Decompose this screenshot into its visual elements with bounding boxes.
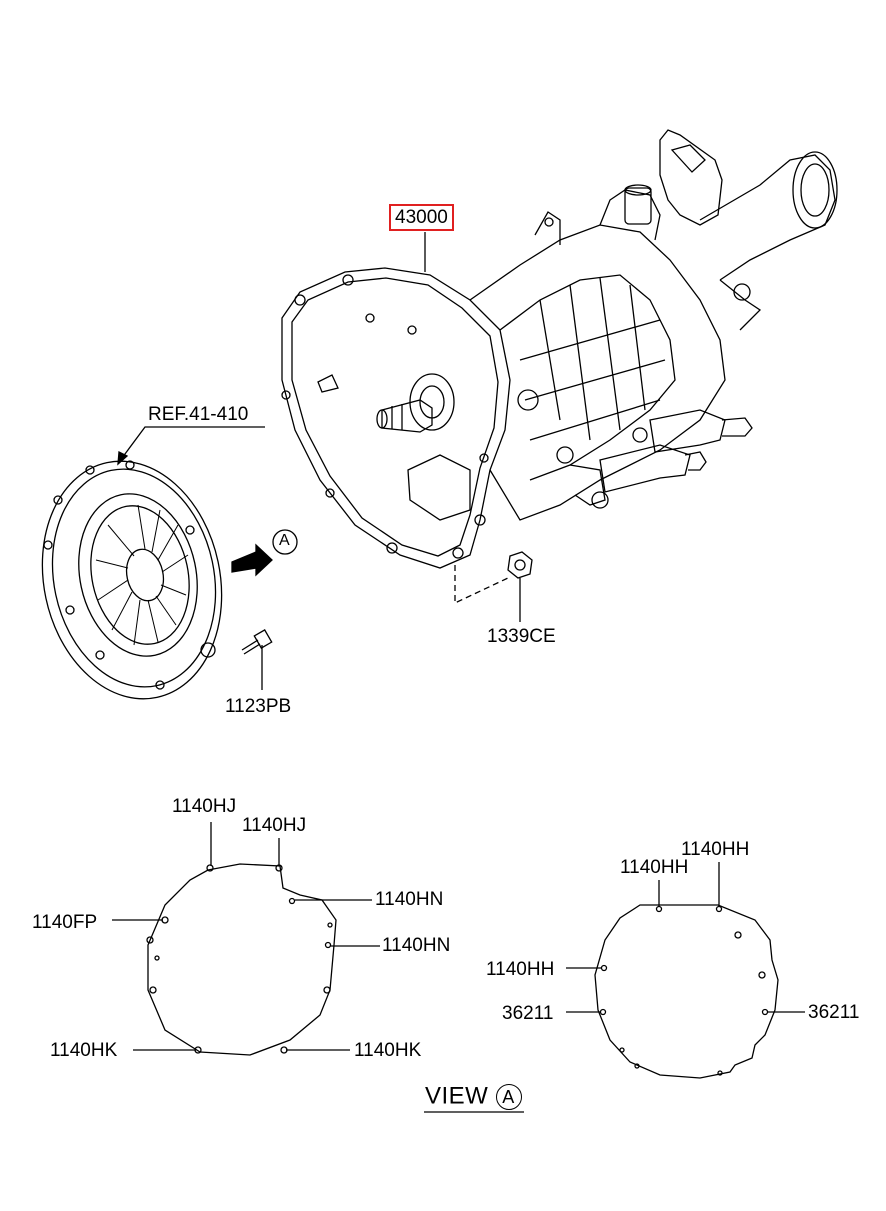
clutch-pressure-plate bbox=[41, 460, 223, 700]
callout-1140hk-a[interactable]: 1140HK bbox=[50, 1040, 118, 1061]
nut-1339ce bbox=[454, 551, 533, 622]
callout-1140hj-b[interactable]: 1140HJ bbox=[242, 815, 307, 836]
callout-1140hh-a[interactable]: 1140HH bbox=[620, 857, 689, 878]
bolt-1123pb bbox=[241, 629, 273, 690]
callout-36211-a[interactable]: 36211 bbox=[502, 1003, 554, 1024]
callout-1140hh-c[interactable]: 1140HH bbox=[486, 959, 555, 980]
view-a-left-housing bbox=[112, 822, 380, 1056]
callout-1140hj-a[interactable]: 1140HJ bbox=[172, 796, 237, 817]
view-title-text: VIEW bbox=[425, 1082, 489, 1110]
callout-1140hn-b[interactable]: 1140HN bbox=[382, 935, 451, 956]
callout-ref-41-410[interactable]: REF.41-410 bbox=[148, 404, 249, 425]
callout-1140hn-a[interactable]: 1140HN bbox=[375, 889, 444, 910]
callout-1140hh-b[interactable]: 1140HH bbox=[681, 839, 750, 860]
callout-1140hk-b[interactable]: 1140HK bbox=[354, 1040, 422, 1061]
view-marker-label: A bbox=[279, 532, 290, 549]
clutch-ref-leader bbox=[121, 426, 265, 459]
view-title: VIEW A bbox=[425, 1084, 522, 1110]
transmission-assembly bbox=[281, 129, 838, 569]
view-a-arrow bbox=[231, 529, 298, 577]
callout-1140fp[interactable]: 1140FP bbox=[32, 912, 98, 933]
callout-1339ce[interactable]: 1339CE bbox=[487, 626, 556, 647]
view-a-right-housing bbox=[566, 862, 805, 1079]
view-title-marker: A bbox=[495, 1084, 522, 1110]
callout-43000[interactable]: 43000 bbox=[389, 204, 454, 231]
callout-1123pb[interactable]: 1123PB bbox=[225, 696, 292, 717]
callout-36211-b[interactable]: 36211 bbox=[808, 1002, 860, 1023]
